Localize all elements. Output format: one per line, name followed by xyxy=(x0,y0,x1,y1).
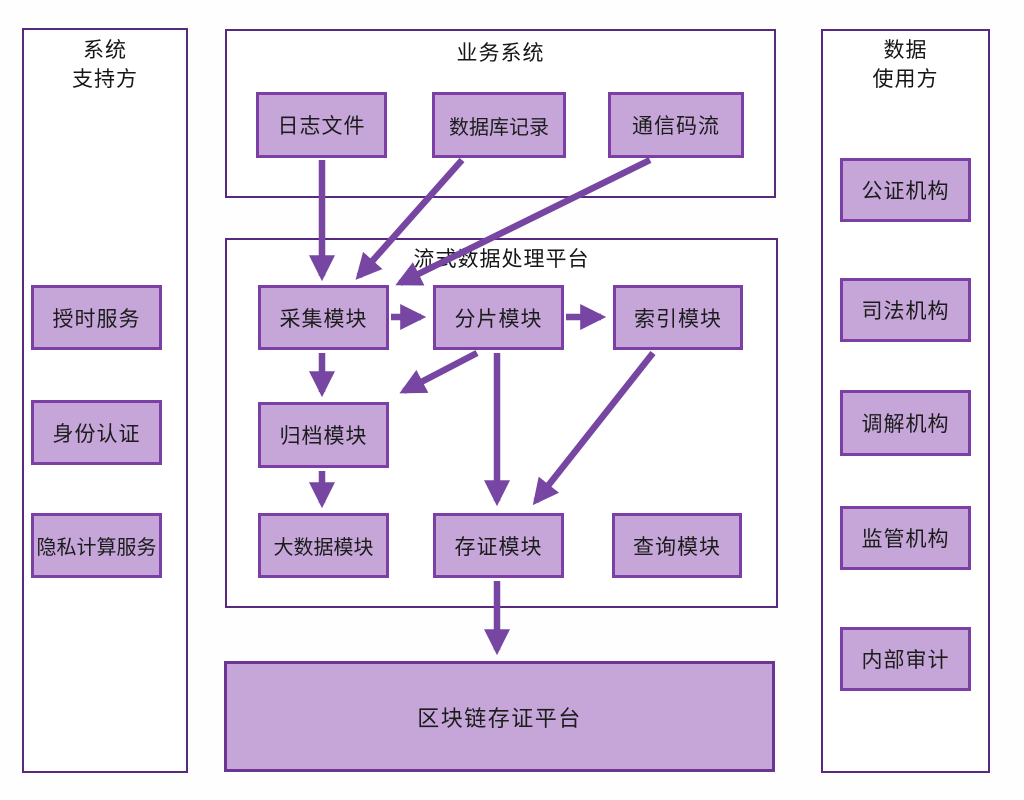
node-query-module: 查询模块 xyxy=(612,513,742,578)
node-log-files: 日志文件 xyxy=(256,92,387,158)
node-sharding-module: 分片模块 xyxy=(433,285,564,350)
data-user-title: 数据 使用方 xyxy=(821,36,990,94)
node-regulatory-org: 监管机构 xyxy=(840,506,971,570)
node-identity-auth: 身份认证 xyxy=(31,400,162,465)
node-index-module: 索引模块 xyxy=(613,285,743,350)
node-internal-audit: 内部审计 xyxy=(840,627,971,691)
node-privacy-computing: 隐私计算服务 xyxy=(31,513,162,578)
system-support-title: 系统 支持方 xyxy=(22,36,188,94)
blockchain-platform: 区块链存证平台 xyxy=(224,661,775,772)
data-user-title-line1: 数据 xyxy=(883,39,928,62)
system-support-title-line2: 支持方 xyxy=(72,68,138,91)
node-time-service: 授时服务 xyxy=(31,285,162,350)
node-communication-stream: 通信码流 xyxy=(608,92,744,158)
node-evidence-module: 存证模块 xyxy=(433,513,564,578)
node-collection-module: 采集模块 xyxy=(258,285,389,350)
stream-platform-title: 流式数据处理平台 xyxy=(413,248,590,271)
system-support-title-line1: 系统 xyxy=(83,39,127,62)
node-judicial-org: 司法机构 xyxy=(840,278,971,342)
node-bigdata-module: 大数据模块 xyxy=(258,513,389,578)
node-database-records: 数据库记录 xyxy=(432,92,566,158)
node-mediation-org: 调解机构 xyxy=(840,390,971,456)
node-archive-module: 归档模块 xyxy=(258,402,389,468)
business-system-title: 业务系统 xyxy=(456,42,545,65)
node-notary-org: 公证机构 xyxy=(840,158,971,222)
data-user-title-line2: 使用方 xyxy=(872,68,939,91)
